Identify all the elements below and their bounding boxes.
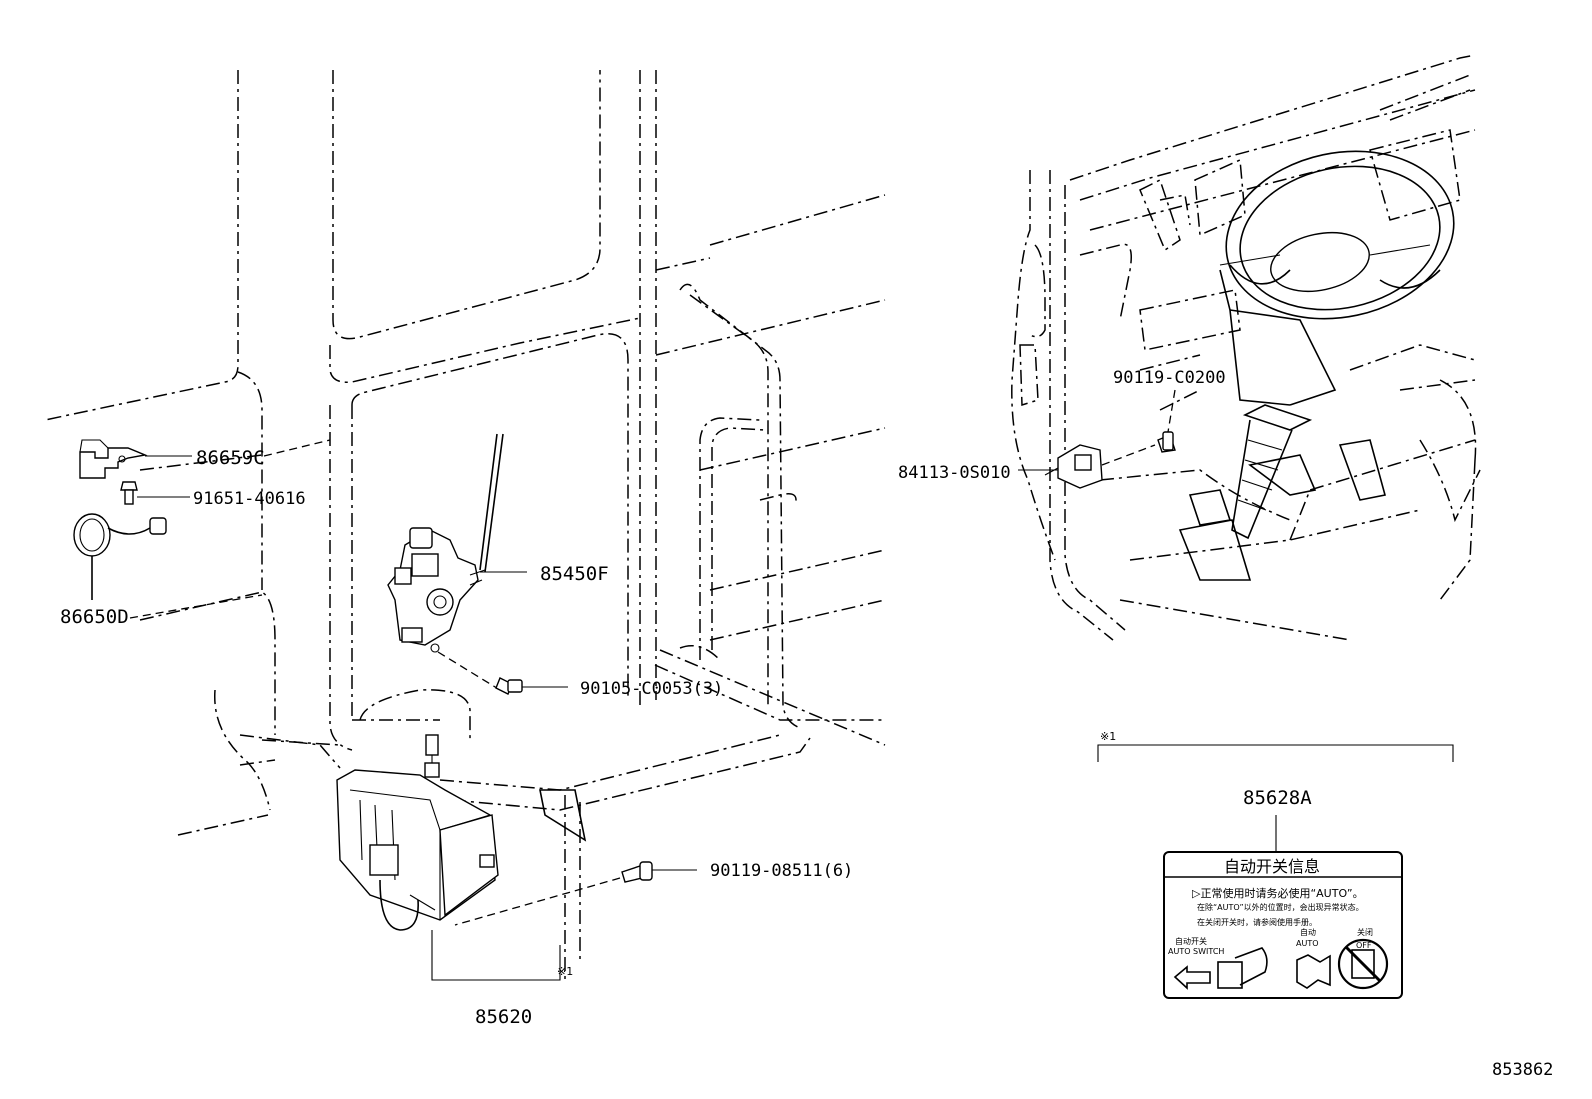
switch-84113 — [1044, 444, 1103, 489]
sticker-auto-switch-small: 自动开关 — [1175, 936, 1207, 946]
sticker-icon-auto — [1296, 954, 1331, 989]
screw-90119-C0200 — [1157, 431, 1176, 453]
steering-wheel — [1219, 150, 1455, 406]
label-85628A: 85628A — [1243, 787, 1312, 809]
sticker-off-small: 关闭 — [1357, 927, 1373, 937]
vehicle-body-outline — [44, 70, 886, 980]
bracket-85628A — [1097, 744, 1454, 852]
sticker-auto-small: 自动 — [1300, 927, 1316, 937]
steering-column — [1178, 404, 1386, 581]
label-90119-C0200: 90119-C0200 — [1113, 368, 1226, 388]
dashboard-outline — [1011, 54, 1481, 641]
label-86659C: 86659C — [196, 447, 265, 469]
bolt-91651 — [120, 481, 138, 505]
buzzer-86650D — [73, 513, 167, 600]
control-unit-85620 — [336, 769, 499, 931]
screw-90105 — [495, 677, 523, 695]
sticker-line-3: 在关闭开关时，请参阅使用手册。 — [1197, 917, 1317, 927]
bracket-86659C — [79, 439, 148, 479]
support-post — [424, 734, 440, 778]
sticker-auto: AUTO — [1296, 939, 1319, 948]
label-85620: 85620 — [475, 1006, 532, 1028]
floor-bracket — [539, 789, 587, 842]
sticker-line-2: 在除“AUTO”以外的位置时，会出现异常状态。 — [1197, 902, 1364, 912]
label-85450F: 85450F — [540, 563, 609, 585]
bolt-90119-08511 — [621, 861, 653, 883]
actuator-85450F — [387, 433, 504, 653]
note-ref1-left: ※1 — [557, 965, 573, 978]
sticker-icon-off-prohibited — [1337, 938, 1389, 990]
label-86650D: 86650D — [60, 606, 129, 628]
label-sticker-85628A — [1163, 851, 1403, 999]
label-91651-40616: 91651-40616 — [193, 489, 306, 509]
sticker-icon-switch — [1217, 947, 1268, 989]
sticker-auto-switch: AUTO SWITCH — [1168, 947, 1224, 956]
label-90119-08511: 90119-08511(6) — [710, 861, 853, 881]
sticker-icon-arrow — [1173, 965, 1211, 990]
label-84113-0S010: 84113-0S010 — [898, 463, 1011, 483]
diagram-id: 853862 — [1492, 1060, 1553, 1080]
label-90105-C0053: 90105-C0053(3) — [580, 679, 723, 699]
sticker-off: OFF — [1356, 941, 1372, 950]
note-ref1-right: ※1 — [1100, 730, 1116, 743]
bracket-85620 — [431, 930, 561, 981]
sticker-title: 自动开关信息 — [1224, 857, 1320, 876]
sticker-line-1: ▷正常使用时请务必使用“AUTO”。 — [1192, 887, 1364, 900]
